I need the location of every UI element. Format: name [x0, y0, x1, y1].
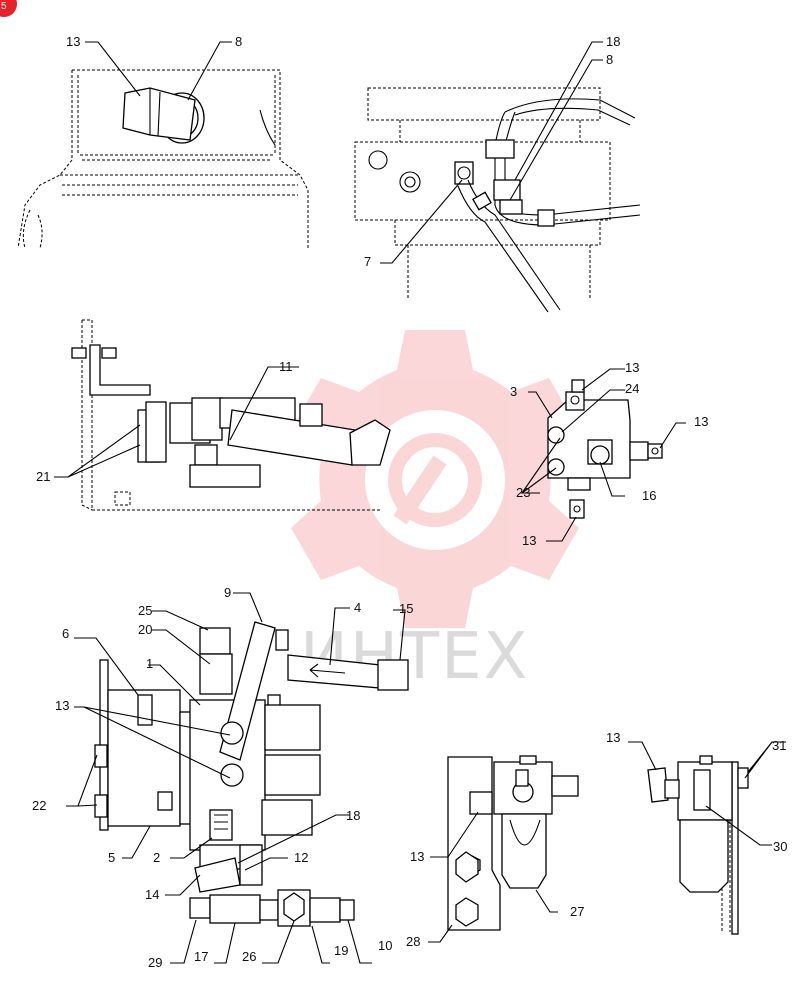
callout-label: 3: [510, 384, 517, 399]
callout-label: 17: [194, 949, 208, 964]
callout-label: 13: [66, 34, 80, 49]
callout-label: 13: [522, 533, 536, 548]
callout-label: 18: [606, 34, 620, 49]
view-6-callouts: 13 27 28: [406, 811, 584, 949]
callout-label: 16: [642, 488, 656, 503]
callout-label: 8: [606, 52, 613, 67]
svg-text:5: 5: [1, 1, 7, 12]
view-4-callouts: 3 13 24 13 23 16 13: [510, 360, 708, 548]
callout-label: 26: [242, 949, 256, 964]
callout-label: 15: [399, 601, 413, 616]
callout-label: 13: [606, 730, 620, 745]
view-3-callouts: 11 21: [36, 359, 299, 484]
callout-label: 21: [36, 469, 50, 484]
callout-label: 8: [235, 34, 242, 49]
callout-label: 4: [354, 600, 361, 615]
callout-label: 24: [625, 381, 639, 396]
view-2-callouts: 18 8 7: [364, 34, 620, 269]
callout-label: 20: [138, 622, 152, 637]
callout-label: 2: [153, 850, 160, 865]
view-1-callouts: 13 8: [66, 34, 242, 101]
callout-label: 18: [346, 808, 360, 823]
callout-label: 23: [516, 485, 530, 500]
view-6-drawing: [447, 755, 579, 931]
view-5-callouts: 9 25 4 15 20 6 1 13 22 18 5 2 12 14 29 1…: [32, 585, 413, 970]
callout-label: 5: [108, 850, 115, 865]
view-7-drawing: [647, 755, 749, 935]
callout-label: 30: [773, 839, 787, 854]
callout-label: 7: [364, 254, 371, 269]
callout-label: 13: [694, 414, 708, 429]
callout-label: 12: [294, 850, 308, 865]
view-1-drawing: [17, 69, 309, 249]
callout-label: 29: [148, 955, 162, 970]
view-4-drawing: [547, 379, 663, 519]
view-5-drawing: [94, 621, 409, 927]
callout-label: 14: [145, 887, 159, 902]
callout-label: 11: [279, 359, 293, 374]
page-badge: 5: [0, 0, 17, 17]
view-7-callouts: 13 31 30: [606, 730, 787, 854]
callout-label: 1: [146, 656, 153, 671]
callout-label: 28: [406, 934, 420, 949]
callout-label: 25: [138, 603, 152, 618]
callout-label: 13: [55, 698, 69, 713]
view-3-drawing: [71, 319, 391, 511]
view-2-drawing: [354, 87, 641, 313]
callout-label: 19: [334, 943, 348, 958]
watermark-gear-icon: [291, 330, 579, 628]
callout-label: 13: [410, 849, 424, 864]
callout-label: 31: [772, 738, 786, 753]
callout-label: 10: [378, 938, 392, 953]
callout-label: 27: [570, 904, 584, 919]
callout-label: 13: [625, 360, 639, 375]
callout-label: 6: [62, 626, 69, 641]
callout-label: 9: [224, 585, 231, 600]
callout-label: 22: [32, 798, 46, 813]
